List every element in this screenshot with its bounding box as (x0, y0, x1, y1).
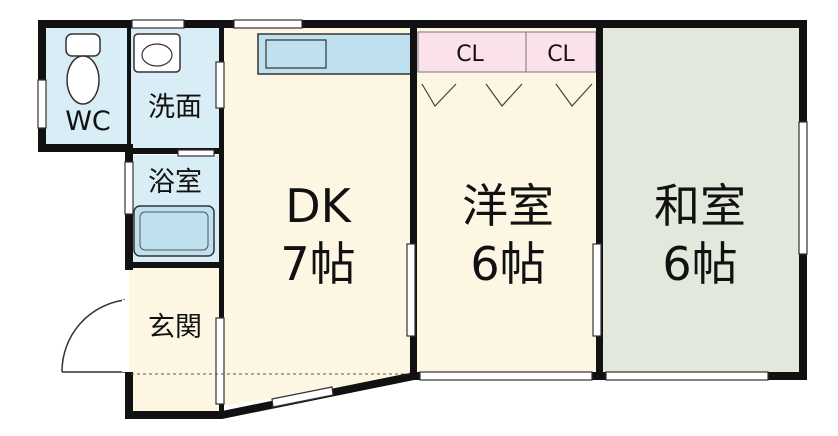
dk-size-label: 7帖 (280, 237, 355, 291)
japanese-room-size-label: 6帖 (662, 237, 737, 291)
dk-area (222, 24, 414, 406)
closet-1-label: CL (456, 42, 484, 67)
entrance-label: 玄関 (148, 312, 202, 343)
bath-label: 浴室 (148, 167, 202, 198)
bathtub-icon (133, 205, 215, 257)
japanese-room-area (600, 24, 803, 376)
japanese-room-name-label: 和室 (654, 179, 746, 233)
entrance-area (129, 265, 222, 415)
toilet-icon (65, 33, 101, 105)
closet-door-marks (421, 83, 593, 107)
washroom-label: 洗面 (148, 92, 202, 123)
western-room-size-label: 6帖 (470, 237, 545, 291)
door-marks (177, 61, 602, 405)
western-room-area (414, 24, 600, 376)
closet-2-label: CL (547, 42, 575, 67)
kitchen-sink (265, 39, 327, 69)
wc-label: WC (65, 106, 111, 137)
kitchen-counter (257, 33, 413, 75)
wash-basin-icon (133, 33, 181, 73)
closet-2 (525, 31, 597, 73)
entrance-door-icon (61, 299, 128, 373)
western-room-name-label: 洋室 (462, 179, 554, 233)
windows (37, 19, 808, 408)
dk-name-label: DK (285, 179, 352, 233)
